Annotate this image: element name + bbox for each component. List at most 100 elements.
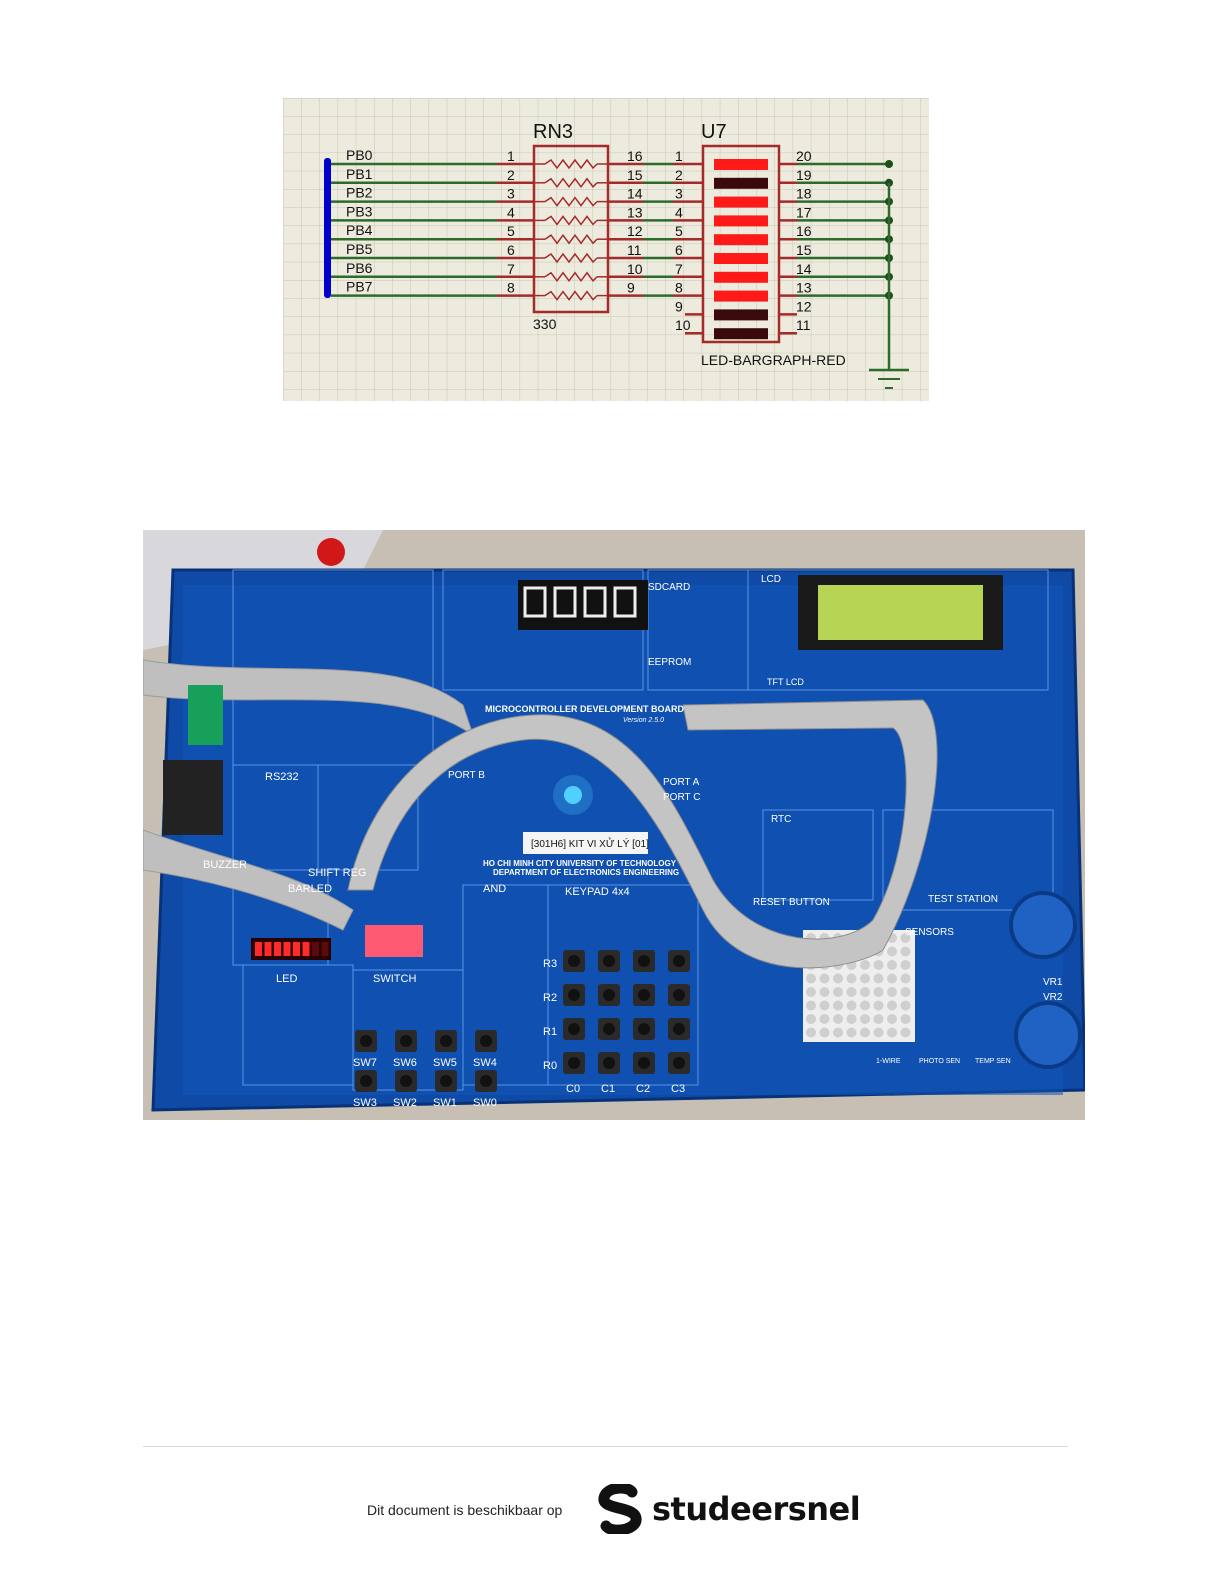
label-and: AND xyxy=(483,883,506,895)
matrix-dot xyxy=(887,973,897,984)
matrix-dot xyxy=(846,973,857,984)
matrix-dot xyxy=(806,1000,816,1011)
bar-led-segment xyxy=(255,942,262,956)
matrix-dot xyxy=(833,987,843,997)
db9-connector xyxy=(163,760,223,835)
led-segment xyxy=(714,290,768,302)
board-illustration: MICROCONTROLLER DEVELOPMENT BOARD Versio… xyxy=(143,530,1085,1120)
matrix-dot xyxy=(833,1014,843,1024)
keypad-col-label: C1 xyxy=(601,1083,615,1095)
terminal-block xyxy=(188,685,223,745)
u7-type: LED-BARGRAPH-RED xyxy=(701,352,846,368)
port-pin-label: PB5 xyxy=(346,241,373,257)
port-pin-label: PB6 xyxy=(346,260,373,276)
port-pin-label: PB3 xyxy=(346,203,373,219)
matrix-dot xyxy=(887,1027,897,1038)
matrix-dot xyxy=(873,1027,884,1038)
ribbon-cable-3 xyxy=(143,829,354,931)
led-pin-label: 2 xyxy=(675,167,683,183)
footer: Dit document is beschikbaar op studeersn… xyxy=(0,1480,1225,1540)
led-pin-label: 14 xyxy=(796,261,812,277)
label-sdcard: SDCARD xyxy=(648,582,690,593)
led-segment xyxy=(714,196,768,208)
led-pin-label: 12 xyxy=(796,298,812,314)
led-pin-label: 1 xyxy=(675,148,683,164)
label-port-a: PORT A xyxy=(663,777,700,788)
matrix-dot xyxy=(887,1000,897,1011)
led-pin-label: 10 xyxy=(675,317,691,333)
bar-led-segment xyxy=(274,942,281,956)
switch-label: SW4 xyxy=(473,1057,497,1069)
bar-led-segment xyxy=(321,942,329,956)
led-pin-label: 20 xyxy=(796,148,812,164)
matrix-dot xyxy=(860,1000,870,1011)
matrix-dot xyxy=(887,960,897,970)
led-pin-label: 15 xyxy=(796,242,812,258)
kit-label: [301H6] KIT VI XỬ LÝ [01] xyxy=(531,837,649,850)
rn-pin-label: 4 xyxy=(507,204,515,220)
board-title: MICROCONTROLLER DEVELOPMENT BOARD xyxy=(485,704,684,714)
label-tft-lcd: TFT LCD xyxy=(767,677,804,687)
resistor xyxy=(544,215,598,226)
led-pin-label: 16 xyxy=(796,223,812,239)
led-pin-label: 11 xyxy=(796,317,811,333)
power-switch xyxy=(317,538,345,566)
matrix-dot xyxy=(900,1014,911,1024)
board-photo: MICROCONTROLLER DEVELOPMENT BOARD Versio… xyxy=(143,530,1085,1120)
matrix-dot xyxy=(900,946,911,957)
led-segment xyxy=(714,159,768,170)
rn-pin-label: 8 xyxy=(507,280,515,296)
led-segment xyxy=(714,271,768,283)
kit-sticker xyxy=(523,832,648,854)
u7-body xyxy=(701,144,781,344)
led-pin-label: 13 xyxy=(796,280,812,296)
rn3-resistors xyxy=(534,158,608,301)
matrix-dot xyxy=(819,1014,830,1024)
keypad-col-label: C3 xyxy=(671,1083,685,1095)
u7-segments xyxy=(714,159,768,340)
switch-label: SW6 xyxy=(393,1057,417,1069)
label-shift-reg: SHIFT REG xyxy=(308,867,366,879)
matrix-dot xyxy=(833,1000,843,1011)
label-reset: RESET BUTTON xyxy=(753,897,830,908)
switch-label: SW2 xyxy=(393,1097,417,1109)
port-pin-label: PB2 xyxy=(346,185,373,201)
led-segment xyxy=(714,309,768,321)
led-segment xyxy=(714,328,768,340)
led-pin-label: 8 xyxy=(675,280,683,296)
label-vr2: VR2 xyxy=(1043,992,1063,1003)
matrix-dot xyxy=(860,1014,870,1024)
rn3-ref: RN3 xyxy=(533,121,573,143)
rn-pin-label: 12 xyxy=(627,223,643,239)
junction-dot xyxy=(885,160,893,168)
rn-pin-label: 14 xyxy=(627,186,643,202)
rn-pin-label: 11 xyxy=(627,242,642,258)
label-rs232: RS232 xyxy=(265,771,299,783)
matrix-dot xyxy=(900,1027,911,1038)
rn-pin-label: 13 xyxy=(627,204,643,220)
resistor xyxy=(544,233,598,245)
footer-text: Dit document is beschikbaar op xyxy=(367,1502,563,1518)
label-lcd: LCD xyxy=(761,574,781,585)
matrix-dot xyxy=(860,973,870,984)
port-pin-label: PB0 xyxy=(346,147,373,163)
studeersnel-logo-icon xyxy=(598,1484,642,1534)
led-pin-label: 17 xyxy=(796,204,812,220)
switch-label: SW0 xyxy=(473,1097,497,1109)
resistor xyxy=(544,196,598,207)
rn-pin-label: 6 xyxy=(507,242,515,258)
matrix-dot xyxy=(846,1027,857,1038)
ribbon-cable-2 xyxy=(347,699,938,969)
led-pin-label: 5 xyxy=(675,223,683,239)
led-pin-label: 6 xyxy=(675,242,683,258)
studeersnel-link[interactable]: studeersnel xyxy=(598,1484,861,1534)
matrix-dot xyxy=(806,987,816,997)
matrix-dot xyxy=(819,973,830,984)
matrix-dot xyxy=(833,1027,843,1038)
led-pin-label: 9 xyxy=(675,298,683,314)
rn-pin-label: 15 xyxy=(627,167,643,183)
matrix-dot xyxy=(819,1027,830,1038)
bar-led-segment xyxy=(283,942,291,956)
vr2-knob xyxy=(1014,1001,1082,1069)
